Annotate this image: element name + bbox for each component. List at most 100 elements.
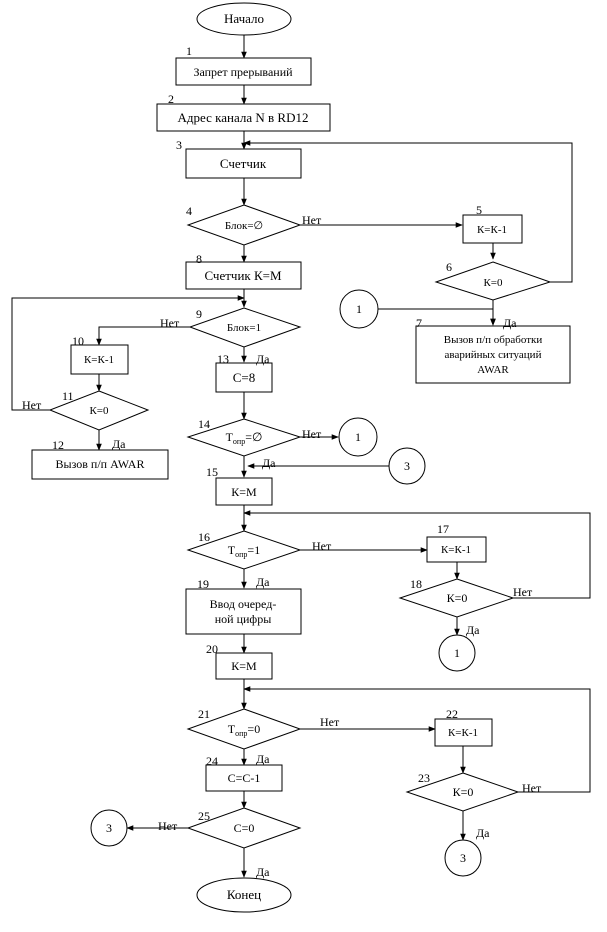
decision-6-k-zero: К=0 <box>434 261 552 301</box>
step-number: 12 <box>52 438 64 452</box>
step-number: 8 <box>196 252 202 266</box>
step-number: 11 <box>62 389 74 403</box>
block-20-k-m: К=М <box>215 652 273 680</box>
block-2-channel-address: Адрес канала N в RD12 <box>156 103 331 132</box>
svg-text:3: 3 <box>106 821 112 835</box>
step-number: 3 <box>176 138 182 152</box>
decision-18-label: К=0 <box>447 591 468 605</box>
block-7-line-2: аварийных ситуаций <box>445 349 542 361</box>
block-12-label: Вызов п/п AWAR <box>56 457 145 471</box>
yes-label: Да <box>503 316 517 330</box>
step-numbers: 1 2 3 4 5 6 7 8 9 10 11 12 13 14 15 16 1… <box>52 44 482 823</box>
block-19-read-digit: Ввод очеред- ной цифры <box>185 588 302 635</box>
end-label: Конец <box>227 887 261 902</box>
block-20-label: К=М <box>231 659 257 673</box>
decision-18-k-zero: К=0 <box>398 578 515 618</box>
step-number: 24 <box>206 754 218 768</box>
block-17-label: К=К-1 <box>441 544 471 556</box>
svg-text:1: 1 <box>355 430 361 444</box>
no-label: Нет <box>158 819 178 833</box>
no-label: Нет <box>513 585 533 599</box>
block-2-label: Адрес канала N в RD12 <box>178 110 309 125</box>
step-number: 13 <box>217 352 229 366</box>
svg-text:1: 1 <box>454 646 460 660</box>
step-number: 19 <box>197 577 209 591</box>
connector-1-left: 1 <box>339 289 379 329</box>
decision-11-label: К=0 <box>89 405 109 417</box>
step-number: 10 <box>72 334 84 348</box>
step-number: 6 <box>446 260 452 274</box>
decision-25-label: С=0 <box>234 821 255 835</box>
step-number: 1 <box>186 44 192 58</box>
block-15-label: К=М <box>231 485 257 499</box>
block-24-label: С=С-1 <box>228 771 261 785</box>
step-number: 18 <box>410 577 422 591</box>
step-number: 25 <box>198 809 210 823</box>
step-number: 15 <box>206 465 218 479</box>
no-label: Нет <box>320 715 340 729</box>
decision-21-label: Топр=0 <box>228 722 260 738</box>
block-19-line-2: ной цифры <box>215 612 272 626</box>
block-1-label: Запрет прерываний <box>193 65 293 79</box>
block-24-c-decrement: С=С-1 <box>205 764 283 792</box>
decision-9-label: Блок=1 <box>227 322 261 334</box>
step-number: 21 <box>198 707 210 721</box>
block-19-line-1: Ввод очеред- <box>210 597 277 611</box>
connector-1-mid: 1 <box>338 417 378 457</box>
no-label: Нет <box>312 539 332 553</box>
step-number: 2 <box>168 92 174 106</box>
decision-16-label: Топр=1 <box>228 543 260 559</box>
svg-text:1: 1 <box>356 302 362 316</box>
block-22-label: К=К-1 <box>448 727 478 739</box>
decision-14-label: Топр=∅ <box>226 430 263 446</box>
block-1-disable-interrupts: Запрет прерываний <box>175 57 312 86</box>
svg-text:3: 3 <box>404 459 410 473</box>
decision-4-block-empty: Блок=∅ <box>186 204 302 246</box>
block-8-label: Счетчик К=М <box>204 268 282 283</box>
no-label: Нет <box>302 213 322 227</box>
decision-23-label: К=0 <box>453 785 474 799</box>
decision-14-topr-empty: Топр=∅ <box>186 418 302 457</box>
decision-6-label: К=0 <box>483 277 503 289</box>
flow-lines <box>11 35 591 878</box>
connector-3-right: 3 <box>444 839 482 877</box>
no-label: Нет <box>522 781 542 795</box>
block-7-line-3: AWAR <box>477 364 509 376</box>
decision-4-label: Блок=∅ <box>225 220 263 232</box>
no-label: Нет <box>302 427 322 441</box>
yes-label: Да <box>256 752 270 766</box>
decision-25-c-zero: С=0 <box>186 807 302 849</box>
block-5-label: К=К-1 <box>477 224 507 236</box>
branch-labels: Нет Да Нет Нет Да Да Нет Да Нет Нет Да Д… <box>22 213 542 879</box>
block-15-k-m: К=М <box>215 477 273 506</box>
step-number: 4 <box>186 204 192 218</box>
step-number: 17 <box>437 522 449 536</box>
block-17-decrement: К=К-1 <box>426 536 487 563</box>
block-3-counter: Счетчик <box>185 148 302 179</box>
block-7-line-1: Вызов п/п обработки <box>444 334 543 346</box>
decision-11-k-zero: К=0 <box>48 390 150 431</box>
start-terminal: Начало <box>196 2 292 36</box>
yes-label: Да <box>262 456 276 470</box>
start-label: Начало <box>224 11 264 26</box>
step-number: 9 <box>196 307 202 321</box>
block-22-decrement: К=К-1 <box>434 718 493 747</box>
decision-23-k-zero: К=0 <box>405 772 520 812</box>
yes-label: Да <box>466 623 480 637</box>
step-number: 5 <box>476 203 482 217</box>
connector-3-left: 3 <box>90 809 128 847</box>
block-10-decrement: К=К-1 <box>70 344 129 375</box>
decision-9-block-one: Блок=1 <box>188 307 302 348</box>
block-13-label: С=8 <box>233 370 256 385</box>
end-terminal: Конец <box>196 877 292 913</box>
connector-3-mid: 3 <box>388 447 426 485</box>
decision-21-topr-zero: Топр=0 <box>186 708 302 750</box>
decision-16-topr-one: Топр=1 <box>186 530 302 570</box>
yes-label: Да <box>476 826 490 840</box>
block-10-label: К=К-1 <box>84 354 114 366</box>
block-7-awar-handler: Вызов п/п обработки аварийных ситуаций A… <box>415 325 571 384</box>
block-5-decrement: К=К-1 <box>462 214 523 244</box>
step-number: 22 <box>446 707 458 721</box>
connector-1-bottom: 1 <box>438 634 476 672</box>
